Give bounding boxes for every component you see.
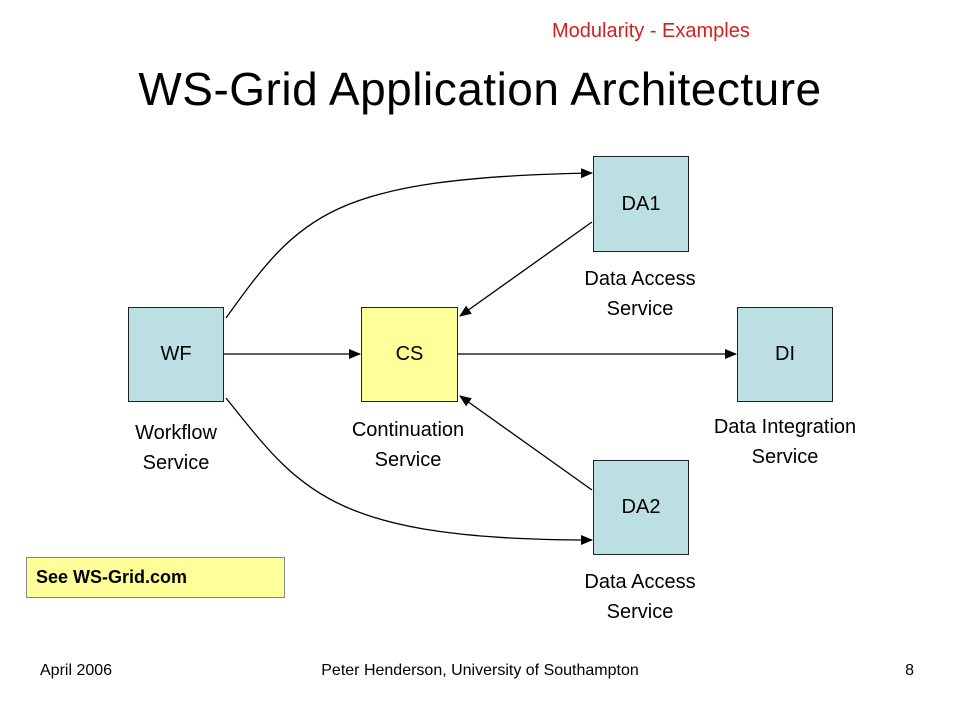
footer-date: April 2006 [40,662,113,679]
section-label: Modularity - Examples [552,20,750,42]
website-note-text: See WS-Grid.com [36,567,188,587]
edge-da2-cs [459,395,593,491]
node-di-label: DI [775,343,795,365]
node-wf: WF [128,307,224,402]
node-di: DI [737,307,833,402]
caption-wf: Workflow Service [135,422,217,474]
caption-cs: Continuation Service [351,419,465,471]
node-cs-label: CS [395,343,424,365]
node-da1-label: DA1 [621,192,661,215]
footer-page-number: 8 [905,662,914,679]
edge-wf-da2 [225,397,593,545]
edge-da1-cs [459,221,593,317]
edge-wf-da1 [225,168,593,319]
node-da2: DA2 [593,460,689,555]
node-da1: DA1 [593,156,689,252]
slide-title: WS-Grid Application Architecture [138,63,822,115]
node-cs: CS [361,307,458,402]
node-da2-label: DA2 [621,496,661,518]
footer-author: Peter Henderson, University of Southampt… [321,662,639,679]
node-wf-label: WF [160,343,192,365]
caption-da2: Data Access Service [584,571,696,623]
caption-di: Data Integration Service [713,416,857,468]
website-note: See WS-Grid.com [26,557,285,598]
caption-da1: Data Access Service [584,268,696,320]
